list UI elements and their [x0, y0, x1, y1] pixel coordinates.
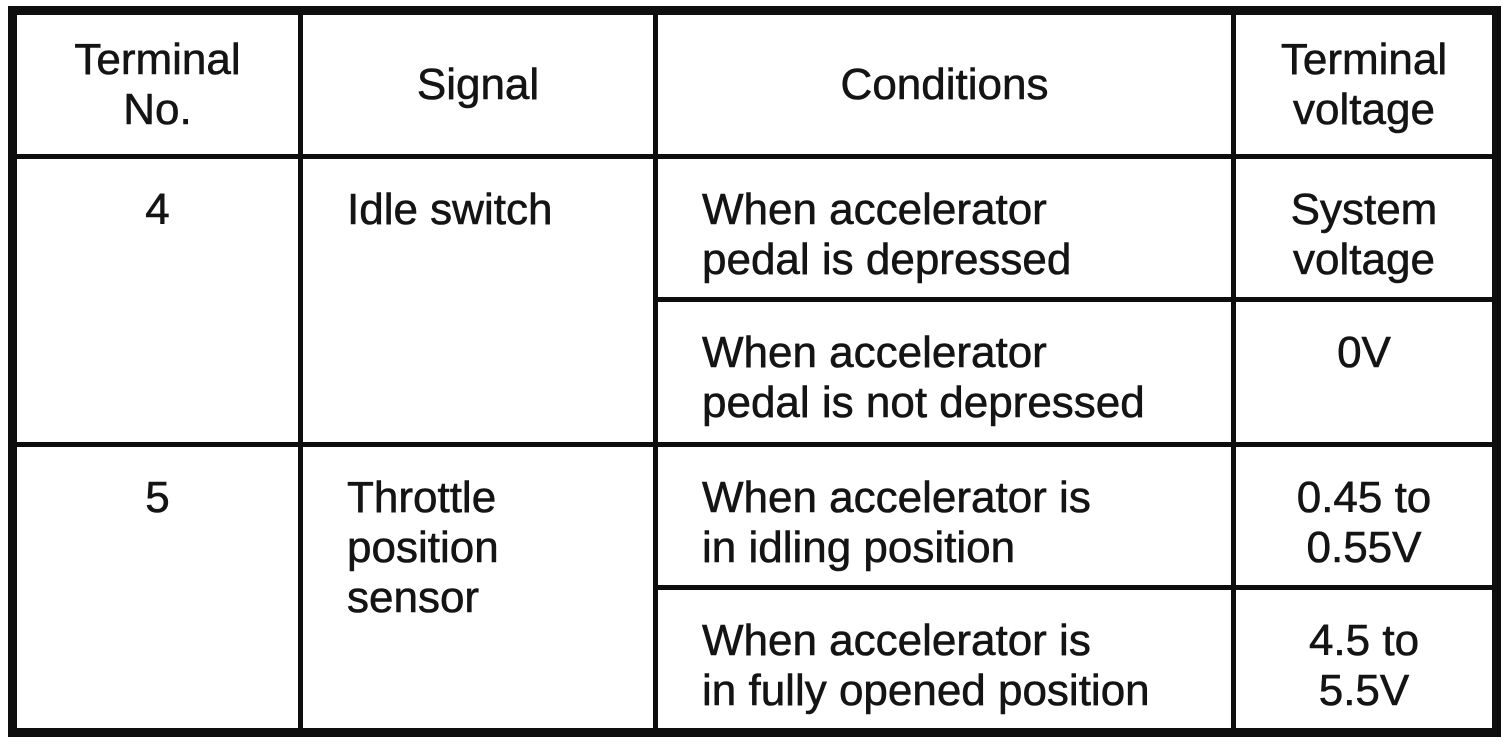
signal-cell: Idle switch: [298, 154, 658, 447]
condition-cell: When accelerator is in fully opened posi…: [653, 585, 1236, 735]
condition-cell: When accelerator pedal is not depressed: [653, 297, 1236, 447]
header-terminal-voltage: Terminal voltage: [1231, 8, 1499, 159]
voltage-cell: 0.45 to 0.55V: [1231, 442, 1499, 590]
terminal-no-cell: 4: [10, 154, 303, 447]
voltage-cell: System voltage: [1231, 154, 1499, 302]
header-row: Terminal No. Signal Conditions Terminal …: [10, 8, 1499, 159]
table-row: 5 Throttle position sensor When accelera…: [10, 442, 1499, 735]
voltage-cell: 0V: [1231, 297, 1499, 447]
terminal-no-cell: 5: [10, 442, 303, 735]
condition-cell: When accelerator is in idling position: [653, 442, 1236, 590]
header-signal: Signal: [298, 8, 658, 159]
table-row: When accelerator is in fully opened posi…: [13, 585, 1499, 735]
terminal-voltage-table: Terminal No. Signal Conditions Terminal …: [8, 6, 1501, 737]
voltage-cell: 4.5 to 5.5V: [1231, 585, 1499, 735]
table-row: 4 Idle switch When accelerator pedal is …: [10, 154, 1499, 447]
table-row: When accelerator pedal is not depressed …: [13, 297, 1499, 447]
signal-cell: Throttle position sensor: [298, 442, 658, 735]
header-terminal-no: Terminal No.: [10, 8, 303, 159]
header-conditions: Conditions: [653, 8, 1236, 159]
condition-cell: When accelerator pedal is depressed: [653, 154, 1236, 302]
